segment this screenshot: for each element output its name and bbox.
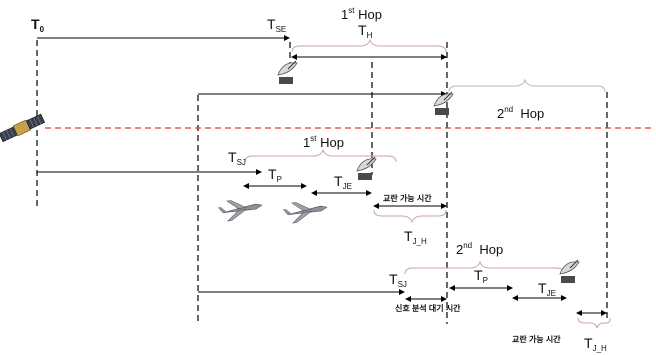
- jam-time-label-1: 교란 가능 시간: [383, 194, 432, 203]
- hop2-low-brace: [404, 260, 565, 275]
- satellite-dish-icon: [433, 91, 454, 115]
- satellite-dish-icon: [277, 60, 298, 84]
- jam-time-label-2: 교란 가능 시간: [512, 335, 561, 344]
- satellite-dish-icon: [356, 156, 377, 180]
- tp2-label: TP: [474, 267, 488, 285]
- tje1-label: TJE: [334, 173, 352, 191]
- t0-label: T0: [31, 16, 45, 34]
- drone-icon: [217, 200, 263, 222]
- tjh1-label: TJ_H: [404, 228, 427, 246]
- satellite-dish-icon: [559, 259, 580, 283]
- hop2-top-label: 2nd Hop: [497, 105, 545, 121]
- th-label: TH: [358, 22, 373, 40]
- wait-time-label: 신호 분석 대기 시간: [395, 304, 461, 313]
- tsj2-label: TSJ: [389, 271, 407, 289]
- hop2-low-label: 2nd Hop: [456, 241, 504, 257]
- jam1-brace: [373, 209, 447, 224]
- tsj1-label: TSJ: [228, 149, 246, 167]
- jam2-brace: [577, 317, 611, 329]
- hop2-top-brace: [448, 78, 606, 93]
- drone-icon: [282, 202, 328, 224]
- hop1-mid-brace: [244, 148, 397, 163]
- tje2-label: TJE: [538, 280, 556, 298]
- satellite-icon: [0, 113, 46, 143]
- tp1-label: TP: [268, 166, 282, 184]
- hop1-top-brace: [291, 38, 447, 53]
- tse-label: TSE: [267, 16, 287, 34]
- hop1-mid-label: 1st Hop: [303, 134, 344, 150]
- tjh2-label: TJ_H: [584, 335, 607, 353]
- hop1-top-label: 1st Hop: [341, 6, 382, 22]
